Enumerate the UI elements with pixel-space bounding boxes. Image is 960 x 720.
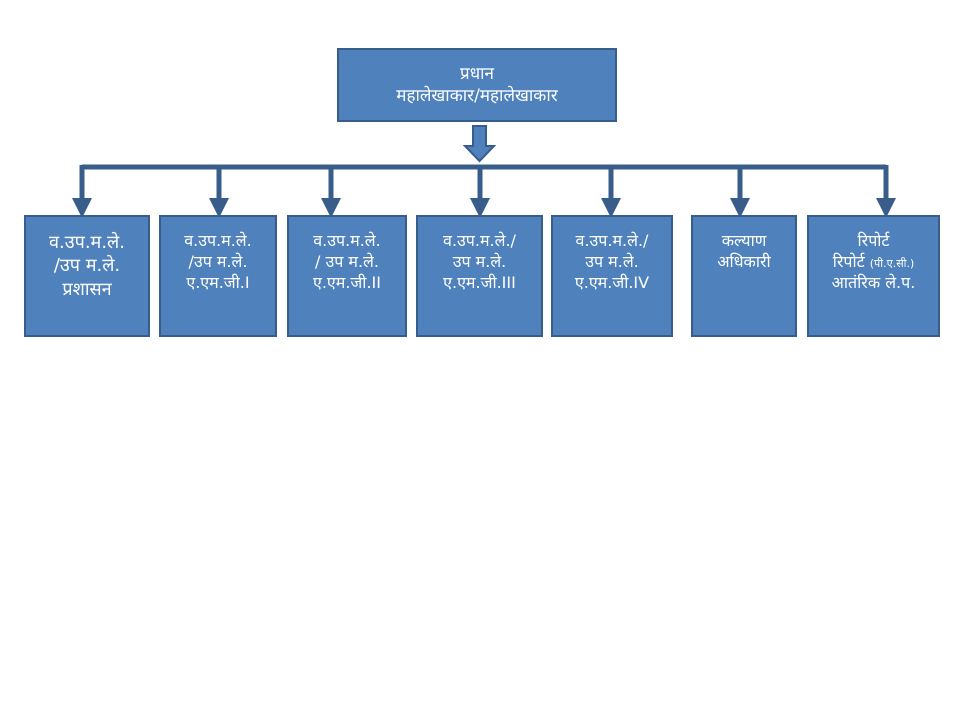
child-label-line-1: व.उप.म.ले./ [575, 231, 649, 250]
child-label-line-3: ए.एम.जी.II [313, 272, 381, 292]
child-label-line-2: रिपोर्ट (पी.ए.सी.) [833, 252, 915, 273]
child-label-pac: (पी.ए.सी.) [869, 256, 915, 270]
down-arrow-icon [462, 125, 497, 163]
child-label-line-2: /उप म.ले. [53, 255, 121, 277]
child-label-line-3: ए.एम.जी.IV [574, 272, 650, 292]
child-node-welfare-officer: कल्याण अधिकारी [691, 215, 797, 337]
root-node-principal-accountant-general: प्रधान महालेखाकार/महालेखाकार [337, 48, 617, 122]
child-node-amg-2: व.उप.म.ले. / उप म.ले. ए.एम.जी.II [287, 215, 407, 337]
drop-connectors [72, 165, 896, 218]
child-label-line-2: उप म.ले. [452, 251, 507, 271]
child-node-amg-4: व.उप.म.ले./ उप म.ले. ए.एम.जी.IV [551, 215, 673, 337]
child-label-line-1: व.उप.म.ले. [313, 231, 381, 250]
child-label-line-1: व.उप.म.ले. [49, 232, 125, 253]
child-label-line-3: प्रशासन [62, 278, 112, 300]
child-node-administration: व.उप.म.ले. /उप म.ले. प्रशासन [24, 215, 150, 337]
child-label-line-2a: रिपोर्ट [832, 251, 865, 271]
child-label-line-3: आतंरिक ले.प. [831, 272, 916, 292]
child-label-line-1: रिपोर्ट [857, 231, 890, 250]
child-label-line-1: व.उप.म.ले. [184, 231, 252, 250]
child-node-report-internal-audit: रिपोर्ट रिपोर्ट (पी.ए.सी.) आतंरिक ले.प. [807, 215, 940, 337]
child-label-line-3: ए.एम.जी.III [443, 272, 516, 292]
child-node-amg-1: व.उप.म.ले. /उप म.ले. ए.एम.जी.I [159, 215, 277, 337]
root-label-line-2: महालेखाकार/महालेखाकार [396, 86, 558, 106]
child-label-line-2: / उप म.ले. [314, 251, 379, 271]
child-label-line-2: उप म.ले. [585, 251, 639, 271]
root-label-line-1: प्रधान [460, 63, 494, 84]
child-label-line-3: ए.एम.जी.I [186, 272, 250, 292]
child-node-amg-3: व.उप.म.ले./ उप म.ले. ए.एम.जी.III [416, 215, 543, 337]
child-label-line-2: /उप म.ले. [188, 251, 248, 271]
child-label-line-1: व.उप.म.ले./ [443, 231, 516, 250]
child-label-line-1: कल्याण [721, 231, 767, 250]
child-label-line-2: अधिकारी [717, 251, 771, 271]
